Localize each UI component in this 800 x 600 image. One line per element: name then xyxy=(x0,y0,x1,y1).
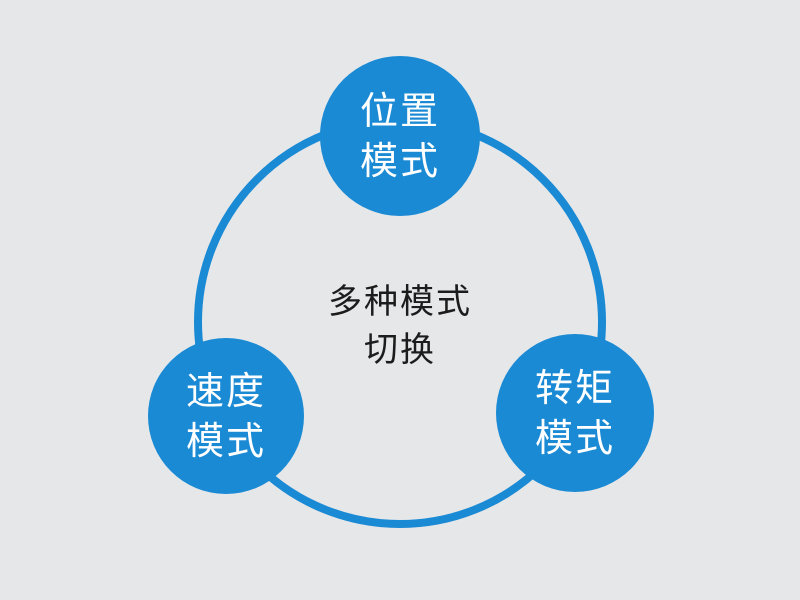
node-speed-line2: 模式 xyxy=(185,419,266,463)
node-speed-line1: 速度 xyxy=(185,369,266,413)
node-position-mode: 位置 模式 xyxy=(320,56,480,216)
node-torque-line1: 转矩 xyxy=(534,366,615,410)
node-position-line1: 位置 xyxy=(359,89,440,133)
center-label-line2: 切换 xyxy=(364,330,436,370)
center-label: 多种模式 切换 xyxy=(300,278,500,374)
center-label-line1: 多种模式 xyxy=(328,282,472,322)
node-torque-line2: 模式 xyxy=(534,416,615,460)
node-speed-mode: 速度 模式 xyxy=(148,338,304,494)
node-torque-mode: 转矩 模式 xyxy=(496,334,654,492)
node-position-line2: 模式 xyxy=(359,139,440,183)
